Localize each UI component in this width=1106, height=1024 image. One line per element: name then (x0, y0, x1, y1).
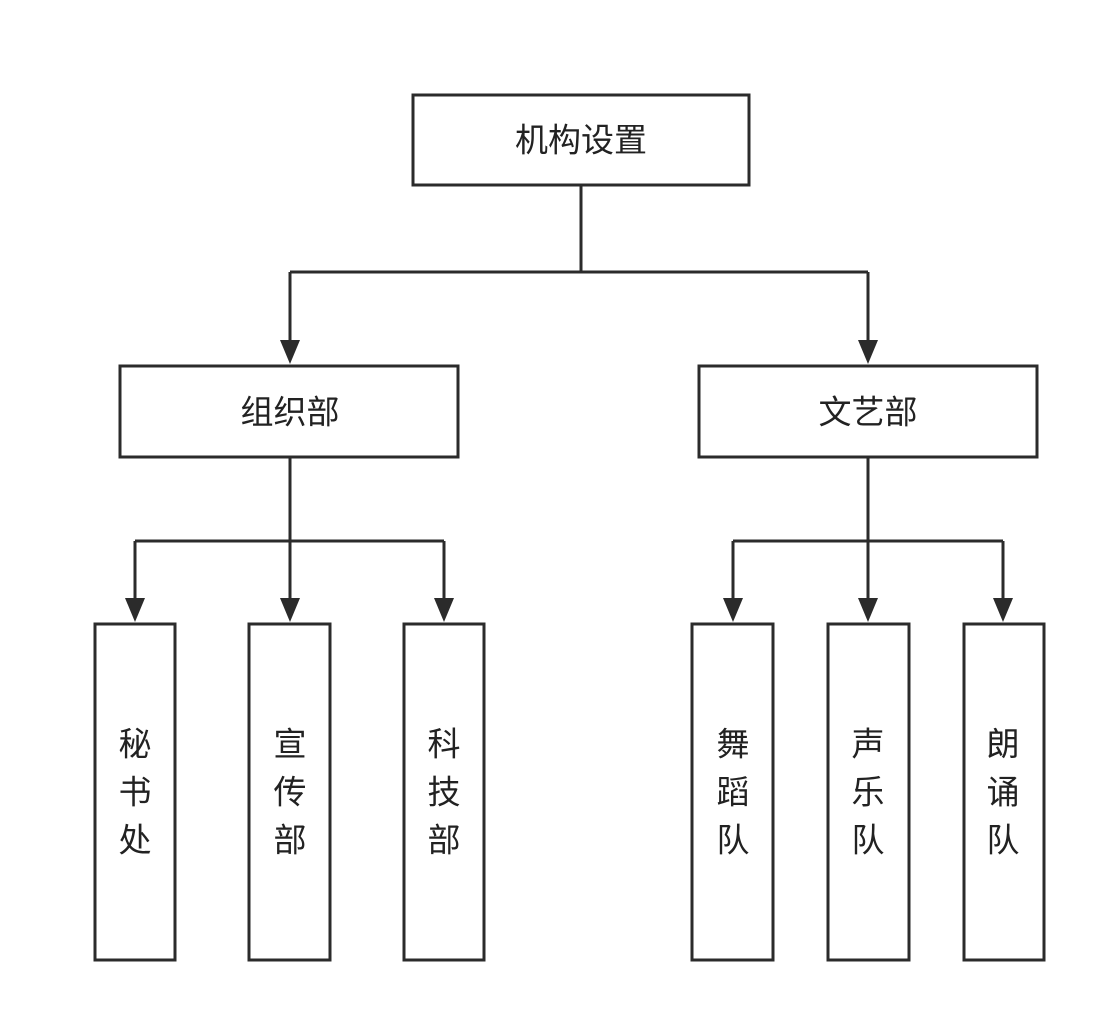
arrowhead-wenyibu (858, 340, 878, 364)
leaf-box (826, 622, 911, 962)
leaf-label: 宣传部 (274, 725, 307, 860)
leaf-label-char: 书 (119, 773, 152, 812)
leaf-label-char: 处 (119, 821, 152, 860)
leaf-label: 秘书处 (119, 725, 152, 860)
leaf-node-wudaodui: 舞蹈队 (690, 622, 775, 962)
leaf-node-langsongdui: 朗诵队 (962, 622, 1046, 962)
leaf-node-xuanchuanbu: 宣传部 (247, 622, 332, 962)
branch-label: 组织部 (241, 393, 340, 432)
leaf-label-char: 秘 (119, 725, 152, 764)
arrowhead-mishuchu (125, 598, 145, 622)
arrowhead-langsongdui (993, 598, 1013, 622)
branch-node-zuzhibu: 组织部 (118, 364, 460, 459)
branch-label: 文艺部 (819, 393, 918, 432)
branch-node-wenyibu: 文艺部 (697, 364, 1039, 459)
arrowheads (125, 340, 1013, 622)
root-node: 机构设置 (411, 93, 751, 187)
leaf-label-char: 蹈 (717, 773, 750, 812)
leaf-label-char: 部 (428, 821, 461, 860)
leaf-label-char: 乐 (852, 773, 885, 812)
leaf-label-char: 队 (852, 821, 885, 860)
leaf-label-char: 声 (852, 725, 885, 764)
root-label: 机构设置 (515, 121, 647, 160)
leaf-label: 朗诵队 (987, 725, 1020, 860)
leaf-box (247, 622, 332, 962)
branch-box (697, 364, 1039, 459)
branch-box (118, 364, 460, 459)
leaf-label-char: 技 (428, 773, 461, 812)
leaf-label-char: 舞 (717, 725, 750, 764)
leaf-box (962, 622, 1046, 962)
leaf-label-char: 朗 (987, 725, 1020, 764)
leaf-box (402, 622, 486, 962)
leaf-label-char: 宣 (274, 725, 307, 764)
leaf-box (93, 622, 177, 962)
leaf-box (690, 622, 775, 962)
leaf-node-shengyuedui: 声乐队 (826, 622, 911, 962)
leaf-label: 科技部 (428, 725, 461, 860)
arrowhead-wudaodui (723, 598, 743, 622)
leaf-label-char: 科 (428, 725, 461, 764)
arrowhead-xuanchuanbu (280, 598, 300, 622)
root-box (411, 93, 751, 187)
leaf-label-char: 队 (717, 821, 750, 860)
leaf-node-mishuchu: 秘书处 (93, 622, 177, 962)
arrowhead-shengyuedui (858, 598, 878, 622)
leaf-label-char: 队 (987, 821, 1020, 860)
leaf-label-char: 传 (274, 773, 307, 812)
connectors (133, 185, 1005, 602)
leaf-label: 舞蹈队 (717, 725, 750, 860)
leaf-node-kejibu: 科技部 (402, 622, 486, 962)
arrowhead-kejibu (434, 598, 454, 622)
arrowhead-zuzhibu (280, 340, 300, 364)
leaf-label-char: 部 (274, 821, 307, 860)
leaf-label-char: 诵 (987, 773, 1020, 812)
leaf-label: 声乐队 (852, 725, 885, 860)
